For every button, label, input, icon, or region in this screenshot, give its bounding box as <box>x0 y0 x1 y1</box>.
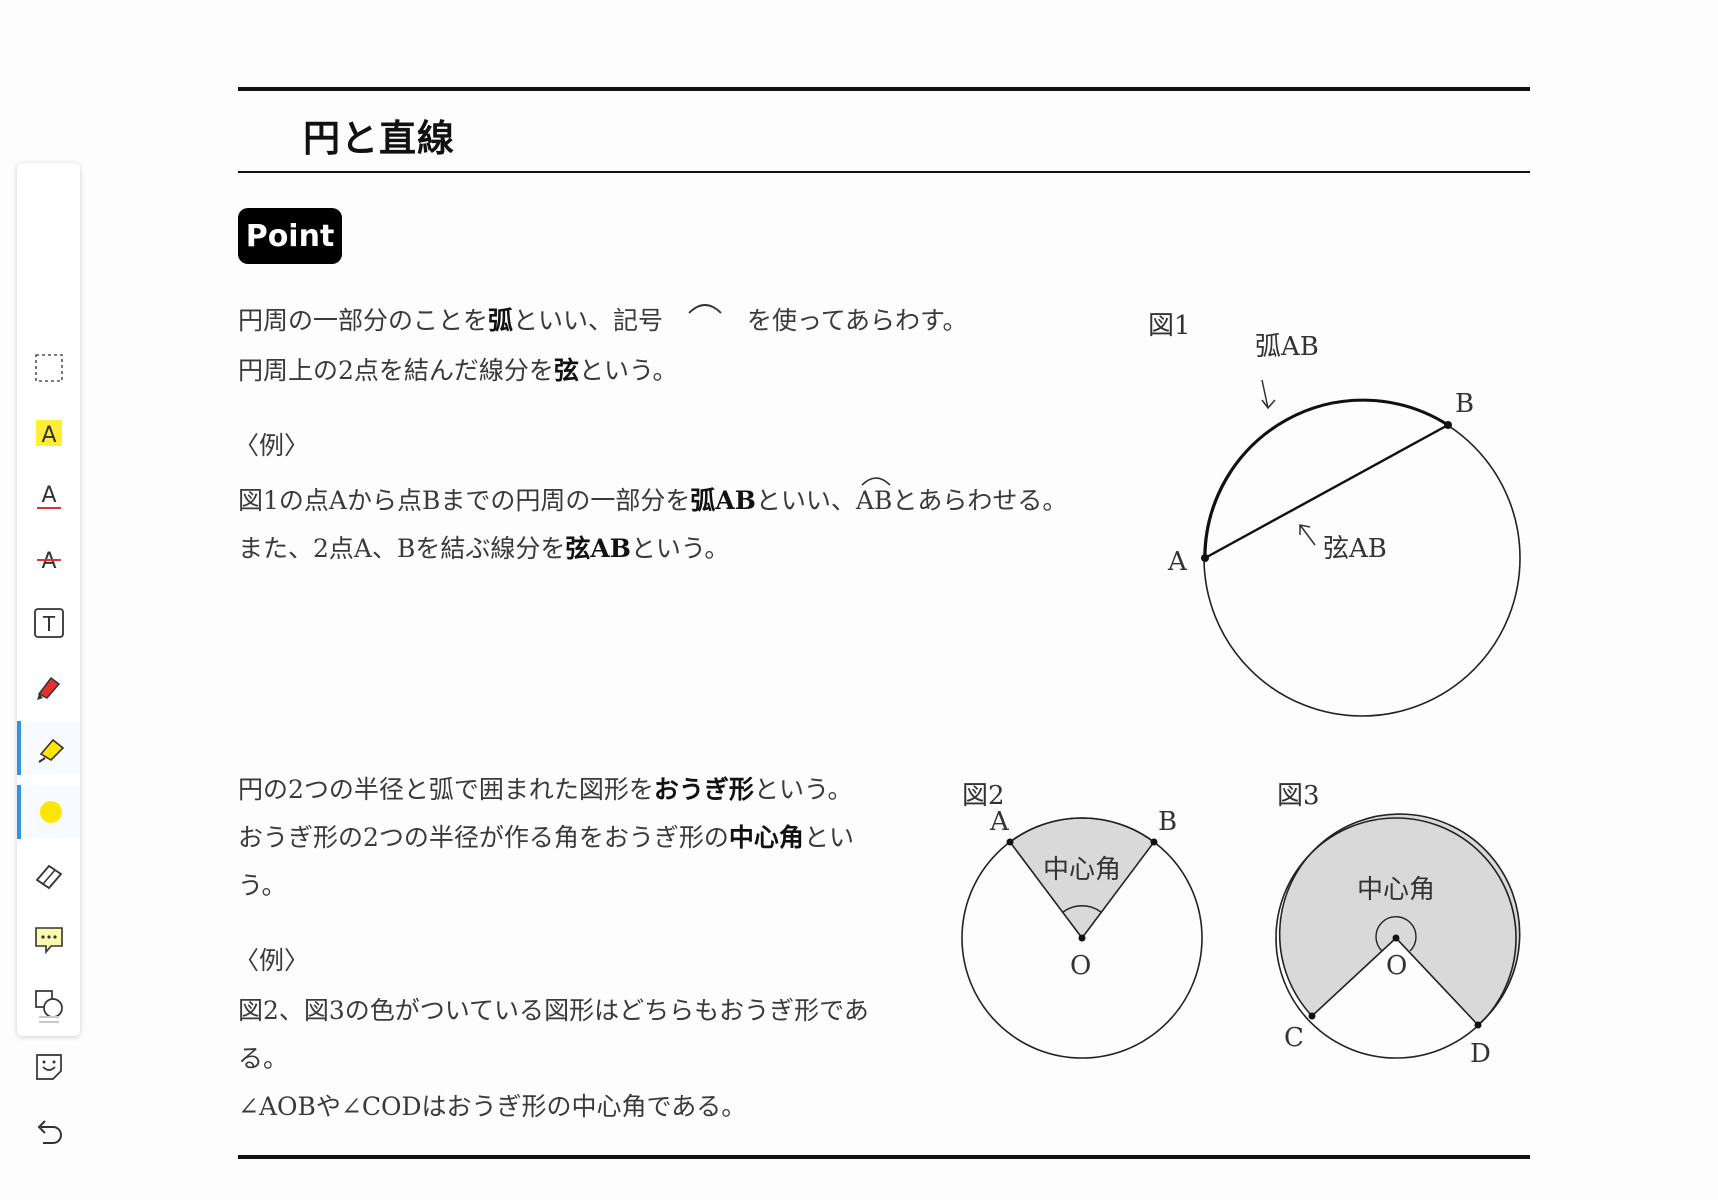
color-picker[interactable] <box>17 785 80 839</box>
section2-example-line2: る。 <box>238 1044 289 1073</box>
arc-symbol-icon <box>688 304 722 314</box>
highlight-text-tool[interactable]: A <box>17 406 80 460</box>
comment-icon <box>34 927 63 955</box>
highlighter-icon <box>37 738 64 763</box>
select-tool[interactable] <box>17 341 80 395</box>
fig3-center-angle-label: 中心角 <box>1357 875 1435 905</box>
annotation-toolbar: A A A T <box>17 163 80 1144</box>
fig1-label-a: A <box>1167 547 1188 577</box>
fig2-label-a: A <box>989 807 1010 837</box>
undo-icon <box>37 1120 62 1144</box>
shape-tool[interactable] <box>17 977 80 1031</box>
fig1-point-a <box>1201 554 1209 562</box>
figure-1-circle-chord: A B 弧AB 弦AB <box>1167 332 1521 717</box>
figure-2-sector: A B O 中心角 <box>961 807 1203 1059</box>
yellow-color-swatch-icon <box>39 801 62 823</box>
undo-button[interactable] <box>17 1104 80 1158</box>
fig1-point-b <box>1444 421 1452 429</box>
fig1-arc-label: 弧AB <box>1255 332 1319 362</box>
fig1-arc-arrow <box>1261 379 1276 410</box>
svg-text:A: A <box>41 549 56 574</box>
fig2-label-o: O <box>1070 951 1091 981</box>
title-rule <box>238 171 1530 173</box>
figure-3-sector: C D O 中心角 <box>1275 813 1521 1069</box>
fig1-chord-label: 弦AB <box>1323 534 1387 564</box>
section2-example-line1: 図2、図3の色がついている図形はどちらもおうぎ形であ <box>238 996 869 1025</box>
pen-icon <box>36 676 60 700</box>
toolbar-drag-handle[interactable] <box>39 1021 59 1023</box>
bottom-rule <box>238 1155 1530 1159</box>
section2-line1: 円の2つの半径と弧で囲まれた図形をおうぎ形という。 <box>238 775 853 804</box>
fig3-label-o: O <box>1386 951 1407 981</box>
toolbar-drag-handle[interactable] <box>39 1016 59 1018</box>
underline-text-tool[interactable]: A <box>17 469 80 523</box>
fig2-label-b: B <box>1158 807 1177 837</box>
page-title: 円と直線 <box>303 117 455 160</box>
eraser-tool[interactable] <box>17 849 80 903</box>
fig3-sector-fill <box>1278 813 1521 1027</box>
fig2-point-a <box>1006 838 1014 846</box>
fig3-label-d: D <box>1470 1039 1491 1069</box>
fig1-label-b: B <box>1455 389 1474 419</box>
svg-text:A: A <box>41 483 56 508</box>
pen-tool[interactable] <box>17 659 80 713</box>
fig3-angle-mark <box>1375 916 1417 952</box>
strikethrough-text-icon: A <box>36 549 61 574</box>
fig3-circle <box>1275 817 1517 1059</box>
fig1-label: 図1 <box>1148 311 1191 341</box>
text-box-tool[interactable]: T <box>17 596 80 650</box>
fig2-angle-mark <box>1062 905 1102 913</box>
dashed-rectangle-icon <box>34 354 63 382</box>
section1-example-line1: 図1の点Aから点Bまでの円周の一部分を弧ABといい、ABとあらわせる。 <box>238 477 1067 525</box>
text-box-icon: T <box>33 608 64 638</box>
section1-line1: 円周の一部分のことを弧といい、記号 を使ってあらわす。 <box>238 297 967 345</box>
fig2-label: 図2 <box>962 781 1005 811</box>
section2-line2: おうぎ形の2つの半径が作る角をおうぎ形の中心角とい <box>238 823 854 852</box>
fig2-circle <box>961 817 1203 1059</box>
fig3-point-d <box>1474 1021 1482 1029</box>
section2-example-line3: ∠AOBや∠CODはおうぎ形の中心角である。 <box>238 1092 747 1121</box>
fig1-arc-ab <box>1203 398 1449 559</box>
fig2-center-angle-label: 中心角 <box>1043 855 1121 885</box>
highlighter-tool[interactable] <box>17 721 80 775</box>
svg-text:A: A <box>41 423 56 448</box>
section1-example-label: 〈例〉 <box>234 431 310 460</box>
highlight-text-icon: A <box>35 420 62 448</box>
point-badge: Point <box>238 208 342 264</box>
arc-over-icon <box>861 477 891 486</box>
fig1-chord-ab <box>1204 423 1449 560</box>
sticker-icon <box>35 1054 62 1080</box>
section2-example-label: 〈例〉 <box>234 946 310 975</box>
fig2-point-b <box>1150 838 1158 846</box>
sticker-tool[interactable] <box>17 1040 80 1094</box>
arc-ab-notation: AB <box>856 477 892 525</box>
fig3-label-c: C <box>1284 1023 1304 1053</box>
strikethrough-text-tool[interactable]: A <box>17 532 80 586</box>
section2-line3: う。 <box>238 871 287 900</box>
shapes-icon <box>34 990 63 1018</box>
svg-text:T: T <box>41 612 55 636</box>
underline-text-icon: A <box>36 483 61 509</box>
fig1-chord-arrow <box>1299 524 1316 546</box>
top-rule <box>238 87 1530 91</box>
eraser-icon <box>35 864 62 890</box>
fig2-center-point <box>1078 934 1086 942</box>
fig3-point-c <box>1308 1012 1316 1020</box>
section1-line2: 円周上の2点を結んだ線分を弦という。 <box>238 356 678 385</box>
fig3-center-point <box>1392 934 1400 942</box>
section1-example-line2: また、2点A、Bを結ぶ線分を弦ABという。 <box>238 534 730 563</box>
fig3-label: 図3 <box>1277 781 1320 811</box>
comment-tool[interactable] <box>17 913 80 967</box>
